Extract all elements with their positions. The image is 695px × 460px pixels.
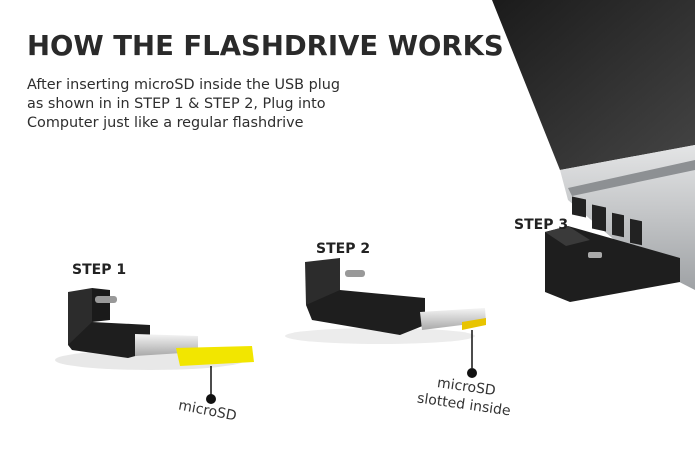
flashdrive-step3 xyxy=(545,226,680,302)
page-title: HOW THE FLASHDRIVE WORKS xyxy=(27,30,504,62)
laptop-port xyxy=(592,204,606,232)
description: After inserting microSD inside the USB p… xyxy=(27,76,340,133)
laptop-port xyxy=(630,218,642,246)
flashdrive-step1 xyxy=(68,288,254,404)
callout-dot xyxy=(206,394,216,404)
laptop-lid xyxy=(492,0,695,170)
flashdrive-step2 xyxy=(305,258,486,378)
description-line: Computer just like a regular flashdrive xyxy=(27,115,304,131)
callout-dot xyxy=(467,368,477,378)
step-3-label: STEP 3 xyxy=(514,217,569,233)
description-line: After inserting microSD inside the USB p… xyxy=(27,77,340,93)
microsd-card xyxy=(176,346,254,366)
laptop-port xyxy=(572,196,586,218)
step-1-label: STEP 1 xyxy=(72,262,127,278)
step-2-label: STEP 2 xyxy=(316,241,371,257)
laptop-port xyxy=(612,212,624,238)
description-line: as shown in in STEP 1 & STEP 2, Plug int… xyxy=(27,96,326,112)
